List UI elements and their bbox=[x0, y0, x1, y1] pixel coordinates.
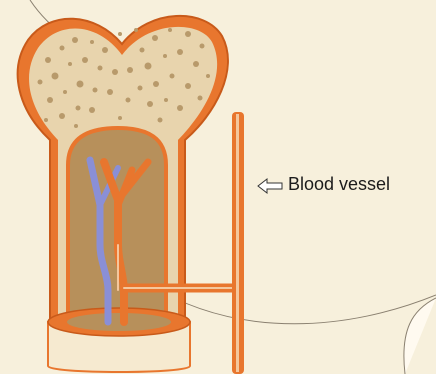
hollow-left-arrow-icon bbox=[258, 179, 282, 193]
blood-vessel-label: Blood vessel bbox=[288, 174, 390, 195]
external-blood-vessel bbox=[232, 112, 244, 374]
